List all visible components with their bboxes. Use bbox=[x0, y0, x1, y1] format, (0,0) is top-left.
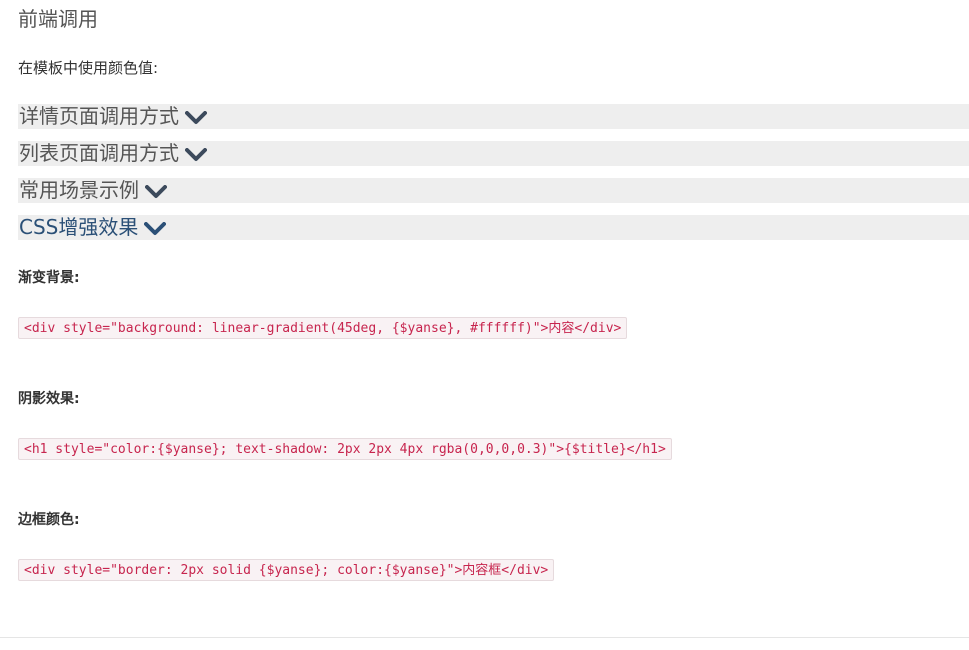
shadow-label: 阴影效果: bbox=[18, 391, 80, 407]
chevron-down-icon[interactable] bbox=[185, 110, 207, 125]
accordion-item-title: 列表页面调用方式 bbox=[19, 141, 179, 165]
page-title: 前端调用 bbox=[18, 7, 98, 31]
gradient-label: 渐变背景: bbox=[18, 270, 80, 286]
shadow-code: <h1 style="color:{$yanse}; text-shadow: … bbox=[18, 438, 672, 460]
accordion-item-title: 常用场景示例 bbox=[19, 178, 139, 202]
accordion-item-title: CSS增强效果 bbox=[19, 215, 139, 239]
accordion-item-detail[interactable]: 详情页面调用方式 bbox=[18, 104, 969, 129]
chevron-down-icon[interactable] bbox=[145, 184, 167, 199]
intro-text: 在模板中使用颜色值: bbox=[18, 59, 159, 77]
accordion: 详情页面调用方式 列表页面调用方式 常用场景示例 CSS增强效果 bbox=[18, 104, 969, 240]
gradient-code: <div style="background: linear-gradient(… bbox=[18, 317, 628, 339]
border-code: <div style="border: 2px solid {$yanse}; … bbox=[18, 559, 555, 581]
border-label: 边框颜色: bbox=[18, 512, 80, 528]
divider bbox=[0, 637, 969, 638]
accordion-item-scenarios[interactable]: 常用场景示例 bbox=[18, 178, 969, 203]
accordion-item-css-effects[interactable]: CSS增强效果 bbox=[18, 215, 969, 240]
accordion-item-list[interactable]: 列表页面调用方式 bbox=[18, 141, 969, 166]
chevron-down-icon[interactable] bbox=[185, 147, 207, 162]
chevron-down-icon[interactable] bbox=[144, 221, 167, 236]
accordion-item-title: 详情页面调用方式 bbox=[19, 104, 179, 128]
